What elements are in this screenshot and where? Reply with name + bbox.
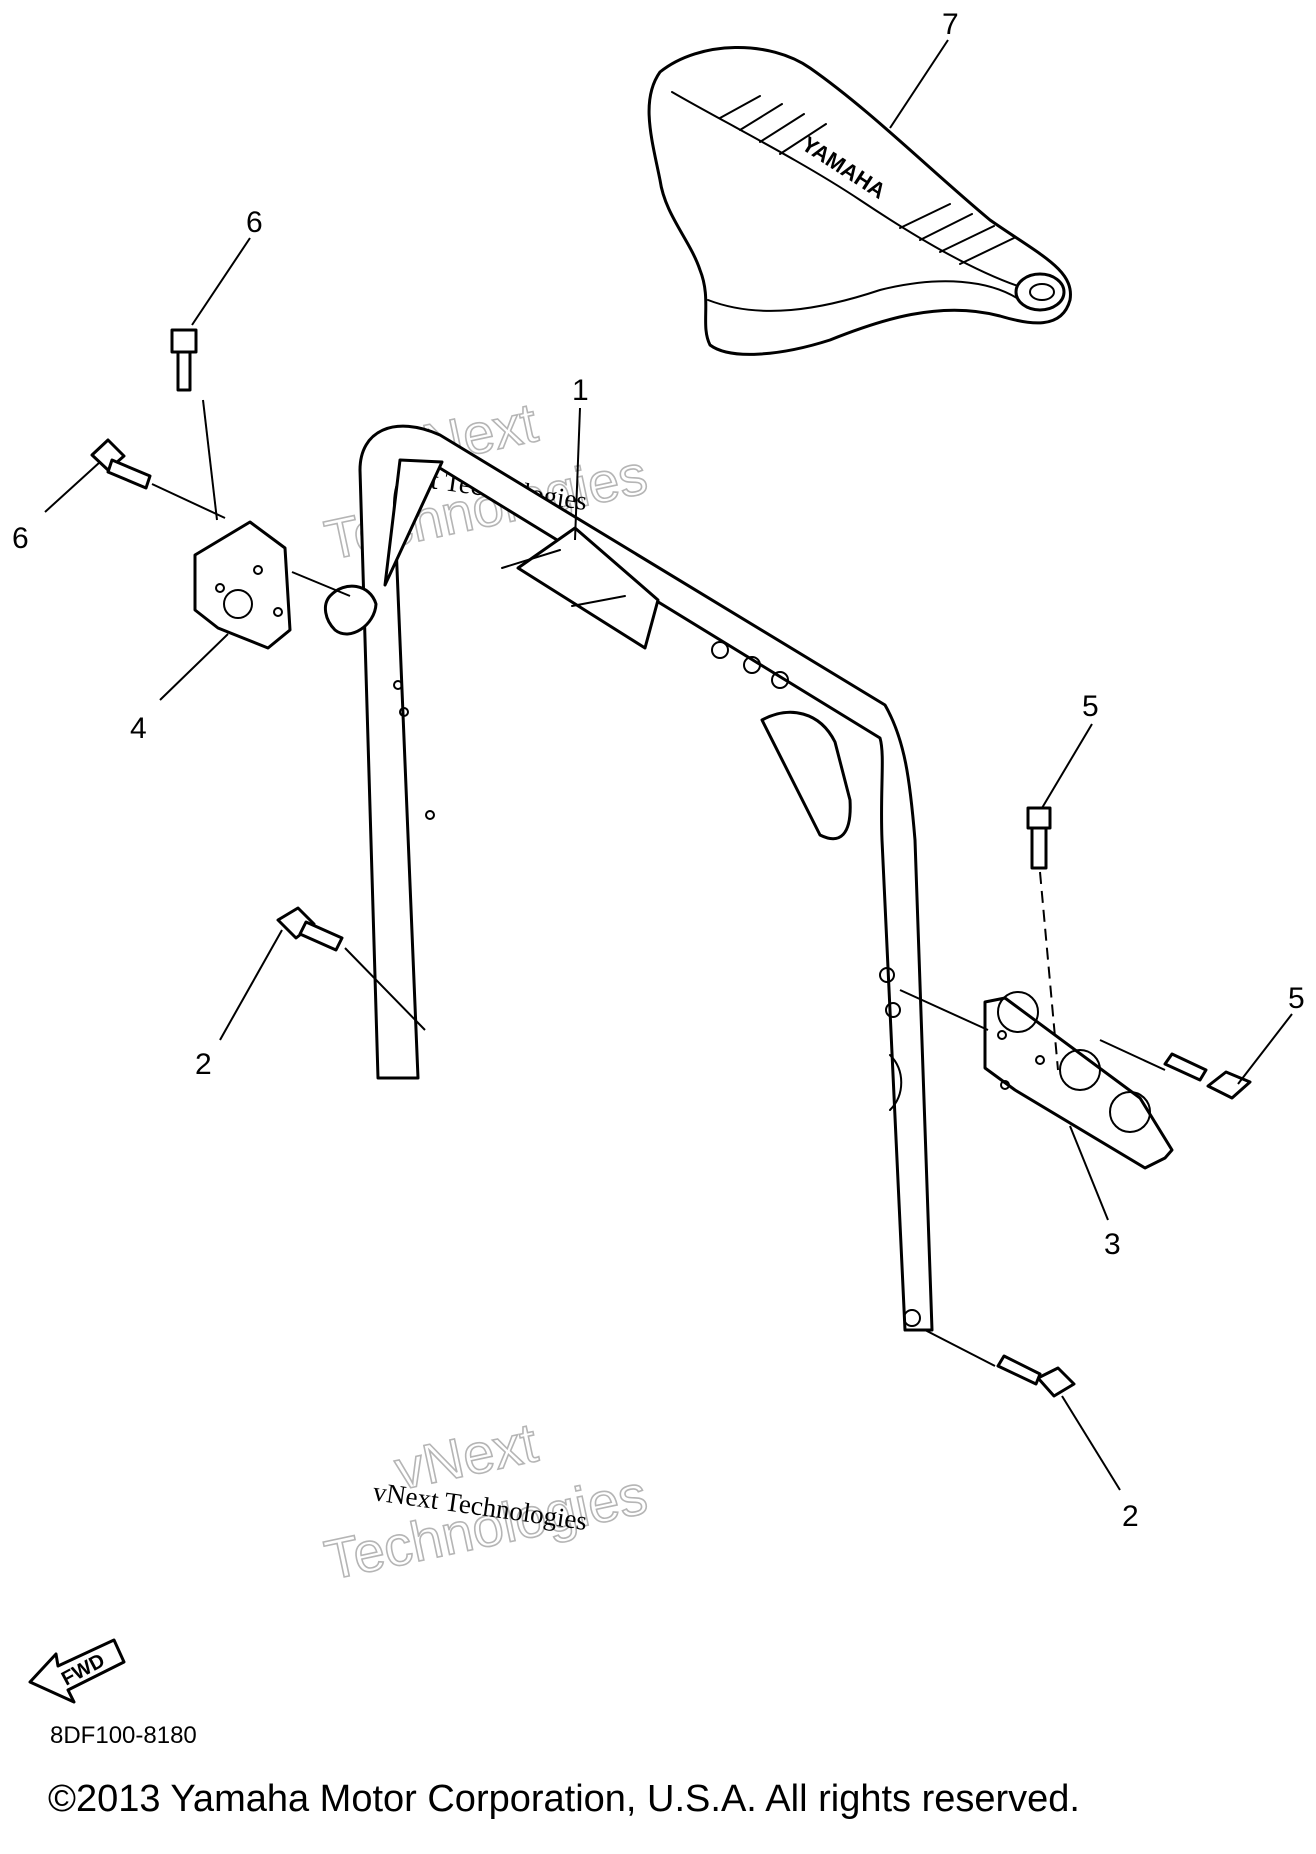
watermark-bottom: vNext Technologies vNext Technologies <box>319 1409 653 1592</box>
callout-3: 3 <box>1104 1228 1121 1261</box>
callout-4: 4 <box>130 712 147 745</box>
bolt-2-left <box>276 906 344 952</box>
fwd-arrow-icon: FWD <box>28 1638 126 1704</box>
callout-1: 1 <box>572 374 589 407</box>
handle-pole <box>358 424 934 1332</box>
callout-6-top: 6 <box>246 206 263 239</box>
callout-leaders <box>44 39 1293 1491</box>
assembly-lines <box>151 399 1166 1367</box>
bolt-6-top <box>170 328 198 392</box>
bolt-2-right <box>996 1354 1076 1398</box>
bolt-6-left <box>90 438 152 490</box>
callout-2-left: 2 <box>195 1048 212 1081</box>
callout-5-top: 5 <box>1082 690 1099 723</box>
left-bracket <box>193 520 378 650</box>
callout-5-right: 5 <box>1288 982 1305 1015</box>
callout-7: 7 <box>942 8 959 41</box>
callout-6-left: 6 <box>12 522 29 555</box>
seat-cushion: YAMAHA <box>647 46 1072 356</box>
copyright-notice: ©2013 Yamaha Motor Corporation, U.S.A. A… <box>48 1778 1080 1820</box>
bolt-5-right <box>1163 1052 1252 1100</box>
drawing-code: 8DF100-8180 <box>50 1722 197 1749</box>
bolt-5-top <box>1026 806 1052 870</box>
right-bracket <box>983 991 1174 1170</box>
callout-2-right: 2 <box>1122 1500 1139 1533</box>
